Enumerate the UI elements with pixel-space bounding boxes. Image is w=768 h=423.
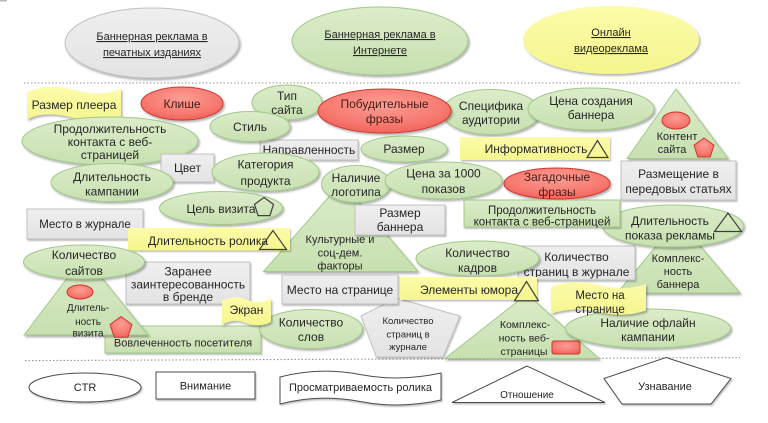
svg-text:страницей: страницей [81,148,139,162]
svg-text:Длитель-: Длитель- [67,303,109,314]
svg-text:кадров: кадров [458,261,497,275]
svg-text:Интернете: Интернете [353,45,407,57]
svg-text:баннера: баннера [568,108,615,122]
svg-text:Культурные и: Культурные и [306,234,375,246]
svg-text:Загадочные: Загадочные [524,170,591,184]
svg-text:Место на: Место на [575,290,625,302]
svg-text:Количество: Количество [279,316,344,330]
svg-text:Цвет: Цвет [174,161,201,175]
svg-text:баннера: баннера [377,220,424,234]
svg-text:Экран: Экран [230,303,264,317]
svg-text:показов: показов [422,182,466,196]
svg-text:Информативность: Информативность [485,142,588,156]
svg-text:страницы: страницы [501,346,548,358]
svg-text:логотипа: логотипа [331,185,381,199]
svg-text:кампании: кампании [85,185,139,199]
svg-text:фразы: фразы [538,185,575,199]
svg-text:Место в журнале: Место в журнале [39,219,131,231]
svg-text:баннера: баннера [657,279,701,291]
svg-text:Категория: Категория [237,158,293,172]
svg-text:Количество: Количество [445,246,510,260]
svg-text:Цена за 1000: Цена за 1000 [406,167,481,181]
svg-text:страниц в журнале: страниц в журнале [524,265,630,279]
svg-text:кампании: кампании [621,330,675,344]
svg-text:Размещение в: Размещение в [638,167,719,181]
svg-text:Цена создания: Цена создания [549,94,633,108]
svg-text:ность: ность [664,266,693,278]
svg-text:Количество: Количество [544,250,609,264]
svg-text:Стиль: Стиль [233,120,267,134]
svg-text:Комплекс-: Комплекс- [500,319,551,331]
svg-text:Количество: Количество [52,248,117,262]
svg-text:Размер: Размер [383,142,425,156]
svg-text:Продолжительность: Продолжительность [54,122,167,136]
svg-text:аудитории: аудитории [462,113,520,127]
svg-text:Размер плеера: Размер плеера [32,98,117,112]
svg-text:продукта: продукта [240,174,290,188]
svg-text:Количество: Количество [382,316,433,327]
svg-text:заинтересованность: заинтересованность [131,278,245,292]
svg-text:Место на странице: Место на странице [287,283,394,297]
svg-text:видеореклама: видеореклама [574,43,649,55]
svg-text:CTR: CTR [74,382,97,394]
svg-text:Внимание: Внимание [180,381,232,393]
svg-text:Элементы юмора: Элементы юмора [420,283,518,297]
svg-text:Клише: Клише [164,97,201,111]
svg-text:ность веб-: ность веб- [499,333,550,345]
svg-text:Тип: Тип [277,89,297,103]
svg-text:Наличие офлайн: Наличие офлайн [600,316,695,330]
svg-text:Онлайн: Онлайн [591,27,630,39]
svg-text:Контент: Контент [657,131,698,143]
svg-text:факторы: факторы [317,261,362,273]
svg-text:Цель визита: Цель визита [186,202,255,216]
svg-text:Заранее: Заранее [164,265,212,279]
svg-text:странице: странице [575,304,624,316]
svg-text:Длительность: Длительность [631,214,709,228]
svg-text:Направленность: Направленность [263,143,356,157]
svg-text:сайта: сайта [658,144,688,156]
svg-text:в бренде: в бренде [163,290,214,304]
svg-text:Просматриваемость ролика: Просматриваемость ролика [289,382,433,394]
svg-text:Длительность ролика: Длительность ролика [148,234,268,248]
svg-text:Вовлеченность посетителя: Вовлеченность посетителя [114,338,252,350]
svg-text:Побудительные: Побудительные [340,97,428,111]
svg-text:Специфика: Специфика [459,99,524,113]
svg-text:журнале: журнале [389,342,427,353]
svg-text:контакта с веб-: контакта с веб- [68,135,152,149]
svg-text:слов: слов [298,330,324,344]
svg-text:Комплекс-: Комплекс- [652,253,705,265]
svg-text:соц-дем.: соц-дем. [318,248,363,260]
svg-text:Размер: Размер [379,206,421,220]
svg-text:Отношение: Отношение [500,390,554,401]
svg-text:Баннерная реклама в: Баннерная реклама в [96,31,207,43]
svg-text:визита: визита [72,329,104,340]
svg-text:Наличие: Наличие [332,171,381,185]
svg-text:фразы: фразы [366,112,403,126]
svg-text:передовых статьях: передовых статьях [625,182,731,196]
svg-text:Продолжительность: Продолжительность [488,205,596,217]
svg-text:Баннерная реклама в: Баннерная реклама в [324,29,435,41]
svg-text:страниц в: страниц в [386,330,429,341]
svg-text:Длительность: Длительность [73,170,151,184]
svg-text:Узнавание: Узнавание [638,381,692,393]
svg-text:показа рекламы: показа рекламы [625,229,715,243]
svg-text:контакта с веб-страницей: контакта с веб-страницей [474,217,611,229]
svg-text:ность: ность [75,317,101,328]
svg-text:сайтов: сайтов [65,264,103,278]
svg-text:печатных изданиях: печатных изданиях [103,47,202,59]
svg-text:сайта: сайта [271,103,303,117]
